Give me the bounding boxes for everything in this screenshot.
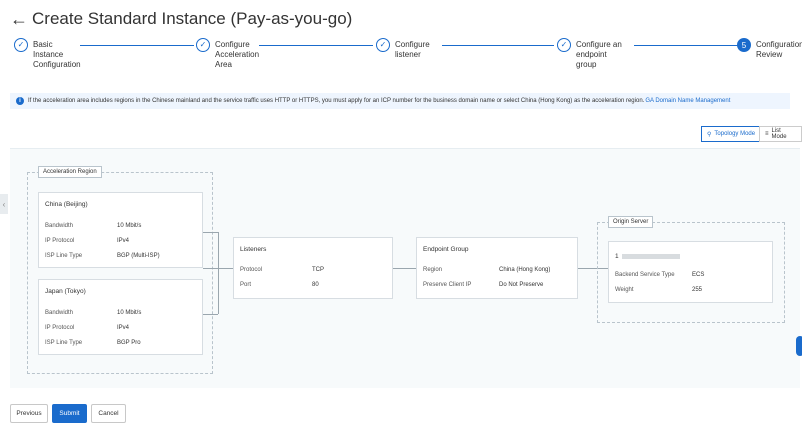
check-icon: ✓ [196,38,210,52]
topology-mode-button[interactable]: ⚲ Topology Mode [701,126,762,142]
connector-line [578,268,608,269]
step-listener[interactable]: ✓ Configure listener [376,38,430,60]
banner-text: If the acceleration area includes region… [28,98,645,104]
region-name: China (Beijing) [45,201,88,208]
step-label: group [576,60,597,69]
check-icon: ✓ [557,38,571,52]
step-label: Configure [215,40,250,49]
scroll-handle[interactable] [796,336,802,356]
topology-mode-label: Topology Mode [714,131,756,137]
step-endpoint-group[interactable]: ✓ Configure an endpoint group [557,38,622,70]
acceleration-region-title: Acceleration Region [38,166,102,178]
info-banner: i If the acceleration area includes regi… [10,93,790,109]
step-connector [634,45,738,46]
step-connector [442,45,554,46]
back-arrow-icon[interactable]: ← [10,8,28,29]
page-title: Create Standard Instance (Pay-as-you-go) [32,9,353,28]
region-name: Japan (Tokyo) [45,288,86,295]
list-mode-button[interactable]: ≡ List Mode [759,126,802,142]
step-connector [259,45,373,46]
previous-button[interactable]: Previous [10,404,48,423]
step-number: 5 [737,38,751,52]
step-label: Configure an [576,40,622,49]
step-label: listener [395,50,421,59]
info-icon: i [16,97,24,105]
topology-icon: ⚲ [707,131,712,138]
collapse-handle[interactable]: ‹ [0,194,8,214]
step-label: Configure [395,40,430,49]
connector-line [203,314,218,315]
step-label: Acceleration [215,50,260,59]
check-icon: ✓ [376,38,390,52]
endpoint-group-title: Endpoint Group [423,246,469,253]
list-mode-label: List Mode [771,128,787,140]
origin-server-group [597,222,785,323]
wizard-steps: ✓ Basic Instance Configuration ✓ Configu… [14,38,802,82]
step-label: Instance [33,50,64,59]
listeners-title: Listeners [240,246,267,253]
step-acceleration-area[interactable]: ✓ Configure Acceleration Area [196,38,259,70]
acceleration-region-group [27,172,213,374]
cancel-button[interactable]: Cancel [91,404,126,423]
step-basic-instance[interactable]: ✓ Basic Instance Configuration [14,38,81,70]
connector-line [393,268,416,269]
step-label: Basic [33,40,53,49]
check-icon: ✓ [14,38,28,52]
step-label: endpoint [576,50,607,59]
origin-server-title: Origin Server [608,216,654,228]
connector-line [203,232,218,233]
server-address: 1 [615,253,681,260]
domain-management-link[interactable]: GA Domain Name Management [645,98,731,104]
step-label: Configuration [756,40,802,49]
redacted-address [622,253,681,259]
step-label: Configuration [33,60,81,69]
step-label: Area [215,60,232,69]
page-header: ← Create Standard Instance (Pay-as-you-g… [10,8,352,30]
step-connector [80,45,194,46]
submit-button[interactable]: Submit [52,404,87,423]
step-label: Review [756,50,783,59]
step-configuration-review[interactable]: 5 Configuration Review [737,38,802,60]
connector-line [218,232,219,314]
chevron-left-icon: ‹ [2,199,6,209]
list-icon: ≡ [765,131,769,137]
